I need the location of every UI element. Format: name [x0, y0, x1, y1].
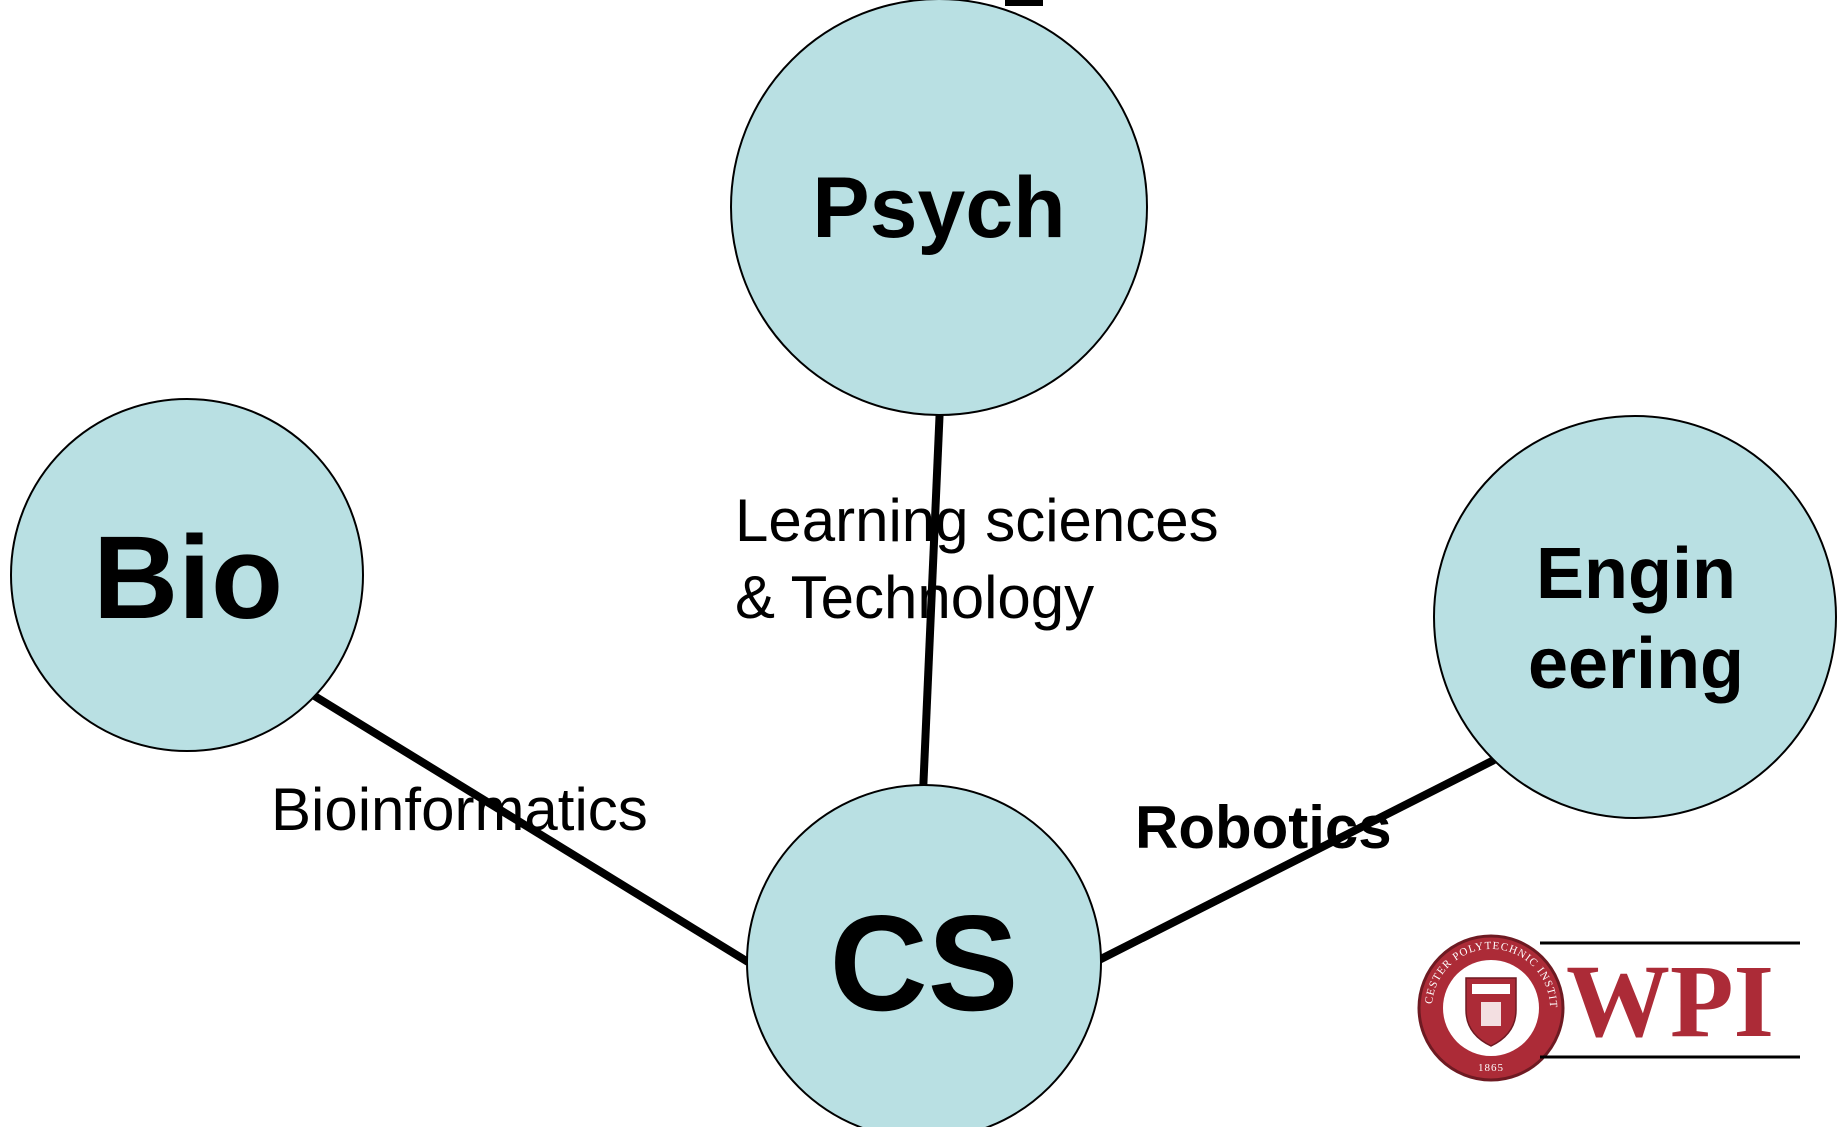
- node-cs-label: CS: [830, 887, 1019, 1039]
- node-cs: [746, 784, 1102, 1127]
- node-psych: [730, 0, 1148, 416]
- node-bio: [10, 398, 364, 752]
- node-engineering: [1433, 415, 1837, 819]
- wpi-seal-year: 1865: [1478, 1062, 1504, 1074]
- edge-eng-cs: [1095, 756, 1496, 965]
- edge-label-learning-line2: & Technology: [735, 564, 1094, 631]
- node-engineering-label-line2: eering: [1528, 624, 1744, 704]
- node-engineering-label-line1: Engin: [1536, 534, 1736, 614]
- cropped-title-fragment: [1005, 0, 1043, 6]
- edge-label-robotics: Robotics: [1135, 794, 1392, 861]
- edge-psych-cs: [919, 404, 944, 794]
- wpi-wordmark: WPI: [1566, 944, 1774, 1059]
- edge-label-bioinformatics: Bioinformatics: [271, 776, 648, 843]
- node-psych-label: Psych: [812, 160, 1065, 256]
- edge-label-learning-line1: Learning sciences: [735, 487, 1219, 554]
- node-bio-label: Bio: [93, 512, 283, 644]
- edge-bio-cs: [305, 688, 751, 966]
